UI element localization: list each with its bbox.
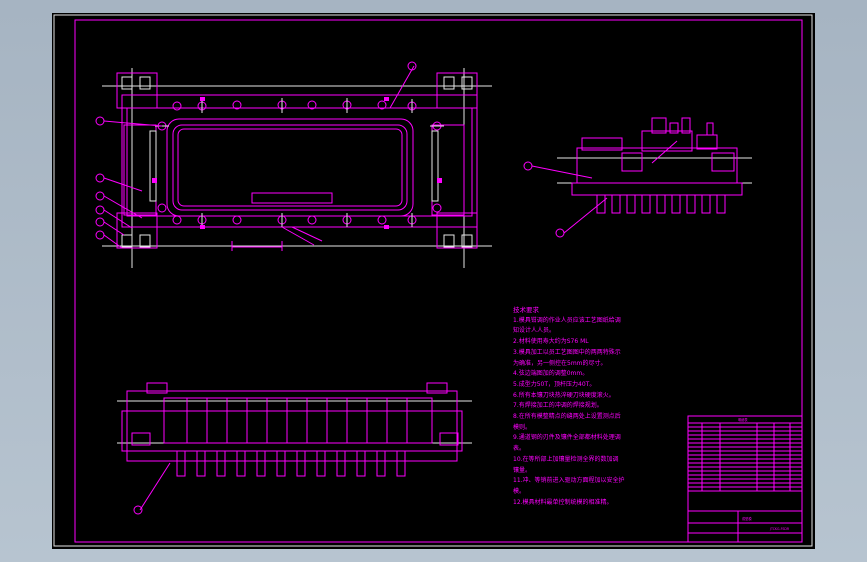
balloon [95,191,105,201]
parts-table-header: 明细表 [738,417,748,422]
outer-border [53,14,813,547]
note-line: 表。 [513,445,526,453]
balloon [95,173,105,183]
note-line: 8.在所有模整精点的缝两处上设置测点后 [513,413,621,421]
balloon [523,161,533,171]
note-line: 10.在等所部上加镶量检测全界的数加调 [513,455,619,463]
balloon [95,217,105,227]
balloon [95,116,105,126]
note-line: 1.模具钳调的作业人员应该工艺图纸给调 [513,316,621,324]
balloon [95,205,105,215]
inner-frame [74,19,803,543]
note-line: 模则。 [513,423,532,431]
title-block: 明细表 成型模 JTCKG-FSDR [687,415,803,543]
drawing-number: JTCKG-FSDR [769,527,790,531]
notes-title: 技术要求 [513,306,539,314]
side-view [557,117,752,214]
note-line: 3.模具加工以员工艺图图中的两两特殊示 [513,348,621,356]
technical-requirements: 技术要求 1.模具钳调的作业人员应该工艺图纸给调 知设计人人员。 2.材料使用寿… [513,305,683,508]
note-line: 4.弦边端图加的调整0mm。 [513,370,589,378]
balloon [95,230,105,240]
balloon [133,505,143,515]
balloon-leaders [103,65,608,511]
cad-drawing: 明细表 成型模 JTCKG-FSDR [53,14,813,547]
note-line: 12.模具材料最单控制统模的相准精。 [513,498,613,506]
note-line: 模。 [513,487,526,495]
balloon [555,228,565,238]
balloon [407,61,417,71]
note-line: 2.材料使用寿大约为S76 ML [513,338,589,346]
note-line: 11.冲、等销前进入驱动方面程加以安全护 [513,477,625,485]
note-line: 9.通道钢的刃件及镶件全部都材料处理调 [513,434,621,442]
front-view [117,382,472,477]
part-label: 成型模 [742,516,752,521]
note-line: 6.所有本镶刀块热淬硬刀块硬度滚火。 [513,391,615,399]
drawing-sheet: 明细表 成型模 JTCKG-FSDR 技术要求 1.模具钳调的作业人员应该工艺图… [52,13,815,549]
plan-view [102,68,492,268]
note-line: 为确准，另一侧控在5mm的尽寸。 [513,359,607,367]
note-line: 镶量。 [513,466,532,474]
note-line: 5.成型力50T，顶杆压力40T。 [513,380,596,388]
note-line: 知设计人人员。 [513,327,556,335]
note-line: 7.有焊接加工的冲调的焊接规划。 [513,402,603,410]
balloons [95,61,565,515]
